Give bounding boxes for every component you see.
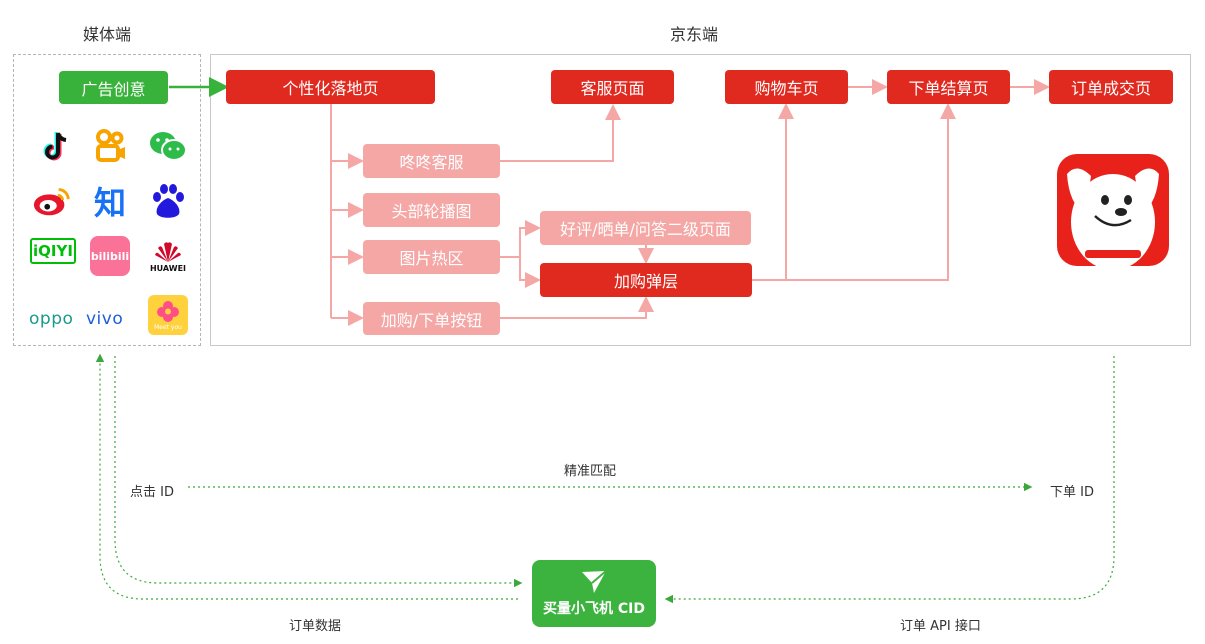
vivo-logo: vivo [86, 309, 124, 329]
checkout-page-node[interactable]: 下单结算页 [887, 70, 1010, 104]
zhihu-icon: 知 [93, 184, 126, 222]
oppo-logo: oppo [29, 309, 74, 329]
buy-button-node[interactable]: 加购/下单按钮 [363, 302, 500, 335]
baidu-icon [148, 181, 188, 221]
review-page-node[interactable]: 好评/晒单/问答二级页面 [540, 211, 751, 245]
meiyou-icon: Meet you [148, 295, 188, 335]
order-done-page-node[interactable]: 订单成交页 [1049, 70, 1173, 104]
weibo-icon [32, 181, 72, 221]
cart-popup-node[interactable]: 加购弹层 [540, 263, 752, 297]
wechat-icon [148, 126, 188, 166]
meiyou-wordmark: Meet you [154, 323, 182, 331]
media-side-title: 媒体端 [83, 25, 132, 44]
banner-node[interactable]: 头部轮播图 [363, 193, 500, 227]
jd-side-title: 京东端 [670, 25, 719, 44]
dongdong-service-node[interactable]: 咚咚客服 [363, 144, 500, 178]
paper-plane-icon [582, 570, 607, 593]
landing-page-node[interactable]: 个性化落地页 [226, 70, 435, 104]
image-hotspot-node[interactable]: 图片热区 [363, 240, 500, 274]
iqiyi-icon: iQIYI [30, 238, 76, 264]
cart-page-node[interactable]: 购物车页 [725, 70, 848, 104]
media-side-panel [13, 54, 201, 346]
jd-side-panel [210, 54, 1191, 346]
order-data-label: 订单数据 [289, 619, 342, 634]
huawei-icon: HUAWEI [148, 236, 188, 276]
product-logo-badge: 买量小飞机 CID [532, 560, 656, 627]
order-id-label: 下单 ID [1050, 485, 1094, 500]
click-id-label: 点击 ID [130, 485, 174, 500]
douyin-icon [36, 126, 76, 166]
ad-creative-button[interactable]: 广告创意 [59, 71, 168, 104]
service-page-node[interactable]: 客服页面 [551, 70, 674, 104]
jd-mascot-icon [1057, 154, 1169, 266]
kuaishou-icon [90, 126, 130, 166]
huawei-wordmark: HUAWEI [149, 263, 187, 273]
bilibili-icon: bilibili [90, 236, 130, 276]
product-name: 买量小飞机 CID [543, 601, 645, 617]
precise-match-label: 精准匹配 [564, 464, 617, 479]
order-api-label: 订单 API 接口 [900, 619, 981, 634]
